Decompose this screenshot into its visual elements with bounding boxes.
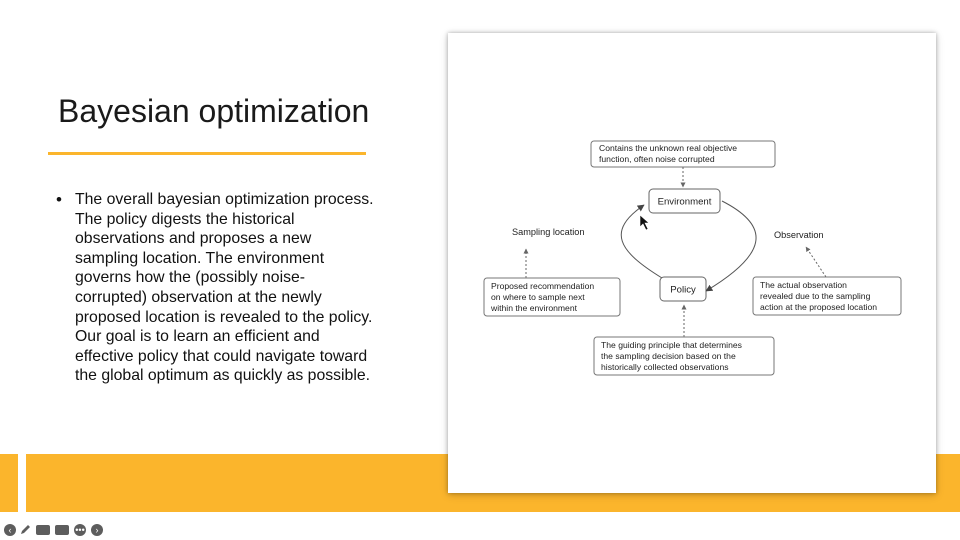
observation-note-line-2: revealed due to the sampling bbox=[760, 291, 871, 301]
proposal-note-line-1: Proposed recommendation bbox=[491, 281, 594, 291]
policy-to-environment-arrow bbox=[620, 204, 663, 279]
environment-label: Environment bbox=[658, 197, 712, 208]
observation-note-box: The actual observation revealed due to t… bbox=[752, 276, 902, 316]
bullet-marker: • bbox=[56, 190, 62, 209]
bullet-list: • The overall bayesian optimization proc… bbox=[56, 190, 376, 386]
pen-icon[interactable] bbox=[19, 524, 31, 536]
environment-node: Environment bbox=[648, 188, 721, 214]
forward-icon[interactable]: › bbox=[91, 524, 103, 536]
proposal-note-box: Proposed recommendation on where to samp… bbox=[483, 277, 621, 317]
slides-icon[interactable] bbox=[36, 525, 50, 535]
policy-label: Policy bbox=[670, 285, 696, 296]
observation-note-connector bbox=[805, 246, 827, 278]
bullet-text: The overall bayesian optimization proces… bbox=[75, 191, 374, 385]
policy-note-box: The guiding principle that determines th… bbox=[593, 336, 775, 376]
camera-icon[interactable] bbox=[55, 525, 69, 535]
env-note-box: Contains the unknown real objective func… bbox=[590, 140, 776, 168]
policy-note-line-3: historically collected observations bbox=[601, 362, 729, 372]
env-note-line-2: function, often noise corrupted bbox=[599, 154, 715, 164]
slide-title: Bayesian optimization bbox=[58, 93, 370, 129]
sampling-location-label: Sampling location bbox=[512, 227, 585, 237]
proposal-note-line-3: within the environment bbox=[490, 303, 578, 313]
diagram-image: Contains the unknown real objective func… bbox=[448, 33, 936, 493]
back-icon[interactable]: ‹ bbox=[4, 524, 16, 536]
environment-to-policy-arrow bbox=[705, 200, 757, 292]
observation-note-line-1: The actual observation bbox=[760, 280, 847, 290]
menu-icon[interactable]: ••• bbox=[74, 524, 86, 536]
policy-note-line-1: The guiding principle that determines bbox=[601, 340, 742, 350]
title-underline bbox=[48, 152, 366, 155]
diagram-svg: Contains the unknown real objective func… bbox=[483, 140, 902, 376]
policy-node: Policy bbox=[659, 276, 707, 302]
observation-note-line-3: action at the proposed location bbox=[760, 302, 877, 312]
policy-note-line-2: the sampling decision based on the bbox=[601, 351, 736, 361]
observation-label: Observation bbox=[774, 230, 824, 240]
accent-band-gap bbox=[18, 454, 26, 512]
proposal-note-line-2: on where to sample next bbox=[491, 292, 585, 302]
mouse-cursor-icon bbox=[639, 214, 650, 231]
env-note-line-1: Contains the unknown real objective bbox=[599, 143, 737, 153]
